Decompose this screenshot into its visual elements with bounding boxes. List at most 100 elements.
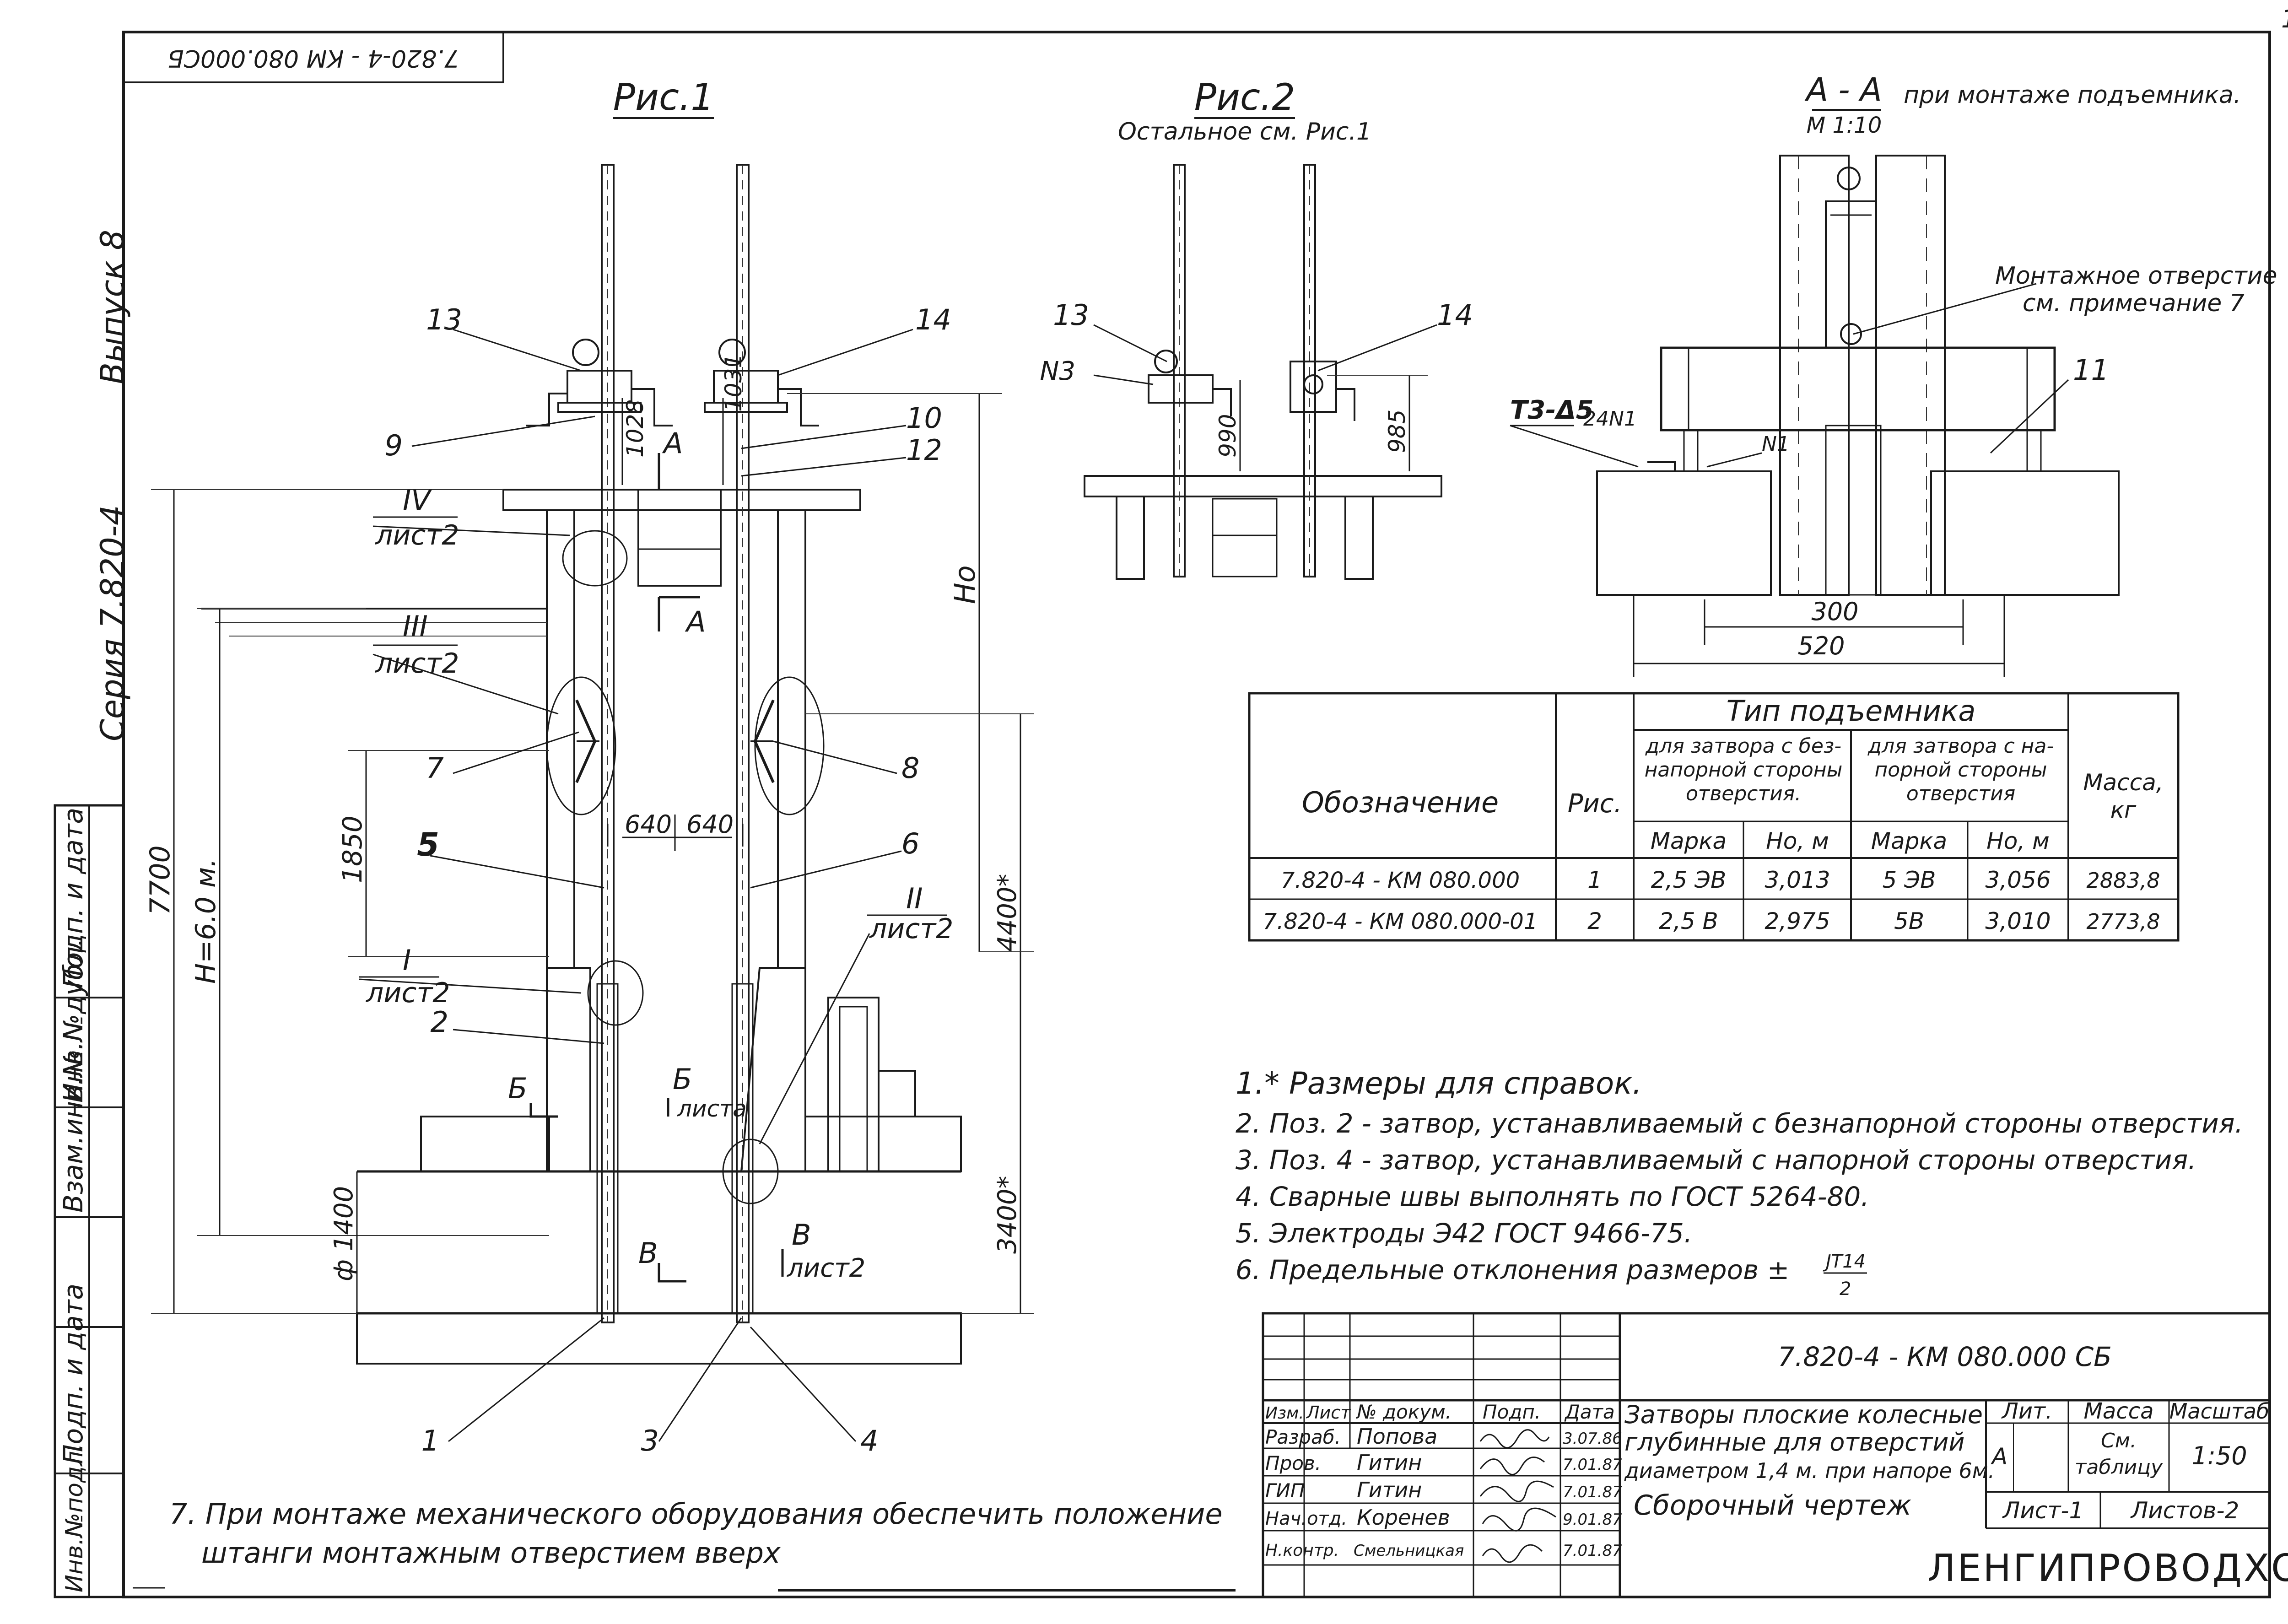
tb-mass-label: Масса (2083, 1398, 2153, 1424)
dim-Ho: Ho (948, 565, 982, 604)
table-row-2-mark-b: 5В (1894, 908, 1924, 934)
aa-pos-11: 11 (2073, 353, 2109, 387)
ref-IV: IV (403, 484, 432, 517)
pos-2: 2 (431, 1005, 448, 1039)
aa-n1: N1 (1762, 432, 1790, 456)
table-row-1-designation: 7.820-4 - КМ 080.000 (1281, 868, 1520, 893)
table-row-2-fig: 2 (1587, 908, 1602, 934)
tb-name-2: глубинные для отверстий (1624, 1428, 1965, 1457)
aa-title: А - А (1804, 71, 1882, 108)
tb-date-prov: 7.01.87 (1563, 1456, 1622, 1474)
figure-1: Рис.1 (144, 76, 1034, 1457)
tb-lit-label: Лит. (2001, 1398, 2053, 1424)
tb-date-nach: 9.01.87 (1563, 1511, 1622, 1529)
fig2-title: Рис.2 (1194, 76, 1295, 119)
signature (1479, 1480, 1554, 1502)
section-A-bottom: А (685, 605, 706, 638)
note-7-line2: штанги монтажным отверстием вверх (201, 1536, 781, 1570)
fig1-title: Рис.1 (613, 76, 714, 119)
strip-label: Взам.инв.№ (58, 1049, 89, 1213)
page-mark: 17 (2281, 5, 2288, 33)
signature (1482, 1544, 1543, 1563)
aa-dim-520: 520 (1797, 631, 1845, 660)
dim-4400: 4400* (993, 874, 1022, 952)
side-vypusk: Выпуск 8 (94, 230, 131, 384)
spec-table: Обозначение Рис. Тип подъемника для затв… (1248, 692, 2180, 942)
dim-H: H=6.0 м. (190, 858, 222, 984)
tb-role-nkontr: Н.контр. (1265, 1541, 1339, 1560)
tb-date-nkontr: 7.01.87 (1563, 1542, 1622, 1560)
fig2-pos-13: 13 (1053, 298, 1089, 332)
table-row-1-ho-b: 3,056 (1985, 867, 2051, 893)
aa-hole-line1: Монтажное отверстие (1995, 262, 2277, 290)
table-row-1-mark-b: 5 ЭВ (1883, 867, 1936, 893)
tb-lit-value: А (1991, 1443, 2007, 1470)
table-row-2-mark-a: 2,5 В (1659, 908, 1718, 934)
note-6-frac-top: JT14 (1823, 1251, 1866, 1272)
signature (1479, 1457, 1545, 1475)
sheet-frame: 7.820-4 - КМ 080.000СБ 17 Выпуск 8 Серия… (94, 5, 2288, 1598)
strip-label: Подп. и дата (58, 1284, 89, 1464)
tb-head-doc: № докум. (1356, 1401, 1452, 1423)
notes: 1.* Размеры для справок. 2. Поз. 2 - зат… (133, 1066, 2243, 1592)
ref-III: III (403, 610, 428, 643)
table-sub-mark-a: Марка (1651, 828, 1727, 854)
table-row-1-fig: 1 (1587, 867, 1602, 893)
pos-1: 1 (421, 1424, 439, 1457)
pos-3: 3 (641, 1424, 659, 1457)
table-col-b: для затвора с на-порной стороны отверсти… (1867, 734, 2054, 805)
note-6-frac-bot: 2 (1840, 1279, 1851, 1300)
signature (1479, 1429, 1550, 1449)
aa-note: при монтаже подъемника. (1904, 81, 2241, 109)
pos-12: 12 (906, 433, 942, 467)
dim-640b: 640 (686, 810, 734, 839)
tb-org: ЛЕНГИПРОВОДХОЗ (1927, 1547, 2288, 1590)
dim-3400: 3400* (993, 1176, 1022, 1254)
title-block: 7.820-4 - КМ 080.000 СБ Затворы плоские … (1262, 1312, 2288, 1598)
strip-label: Инв.№дубл. (58, 938, 89, 1103)
ref-II: II (906, 882, 923, 915)
hoist-right (704, 339, 819, 426)
pos-4: 4 (860, 1424, 878, 1457)
section-A-top: А (662, 426, 683, 460)
section-B-right: Б (673, 1063, 692, 1096)
dim-dia: ф 1400 (329, 1186, 359, 1281)
dim-1850: 1850 (337, 815, 368, 883)
table-col-fig: Рис. (1568, 789, 1622, 819)
pos-14: 14 (915, 303, 951, 336)
aa-weld: Т3-Δ5 (1510, 395, 1594, 425)
tb-role-prov: Пров. (1265, 1452, 1321, 1474)
aa-24n1: 24N1 (1583, 407, 1637, 431)
pos-5: 5 (417, 826, 439, 863)
table-row-2-mass: 2773,8 (2087, 909, 2160, 934)
pos-13: 13 (426, 303, 462, 336)
tb-mass-value: См. таблицу (2074, 1429, 2163, 1479)
tb-role-gip: ГИП (1265, 1479, 1305, 1502)
ref-II-sheet: лист2 (869, 913, 953, 945)
note-7-line1: 7. При монтаже механического оборудовани… (169, 1497, 1222, 1531)
ref-III-sheet: лист2 (375, 647, 459, 680)
series-stamp: 7.820-4 - КМ 080.000СБ (167, 44, 459, 72)
table-sub-ho-b: Но, м (1986, 828, 2050, 854)
tb-drawing-type: Сборочный чертеж (1634, 1489, 1911, 1521)
note-6: 6. Предельные отклонения размеров ± (1236, 1254, 1789, 1285)
section-B-sheet: листа (677, 1095, 747, 1122)
table-col-group: Тип подъемника (1727, 694, 1976, 728)
fig2-dim-990: 990 (1214, 414, 1241, 458)
pos-7: 7 (426, 751, 444, 785)
tb-sheets: Листов-2 (2130, 1497, 2239, 1524)
ref-I: I (403, 944, 411, 977)
table-col-mass: Масса, кг (2083, 769, 2164, 823)
tb-code: 7.820-4 - КМ 080.000 СБ (1778, 1341, 2112, 1372)
tb-role-nach: Нач.отд. (1265, 1508, 1347, 1529)
table-row-1-ho-a: 3,013 (1765, 867, 1830, 893)
fig2-dim-985: 985 (1384, 410, 1410, 453)
tb-name-nkontr: Смельницкая (1354, 1542, 1464, 1560)
guide-left (575, 699, 599, 783)
table-row-2-ho-a: 2,975 (1765, 908, 1830, 934)
tb-scale-label: Масштаб (2169, 1399, 2270, 1424)
tb-role-razrab: Разраб. (1265, 1426, 1341, 1448)
tb-name-3: диаметром 1,4 м. при напоре 6м. (1624, 1458, 1995, 1483)
dim-7700: 7700 (144, 845, 176, 915)
aa-hole-line2: см. примечание 7 (2023, 290, 2245, 317)
